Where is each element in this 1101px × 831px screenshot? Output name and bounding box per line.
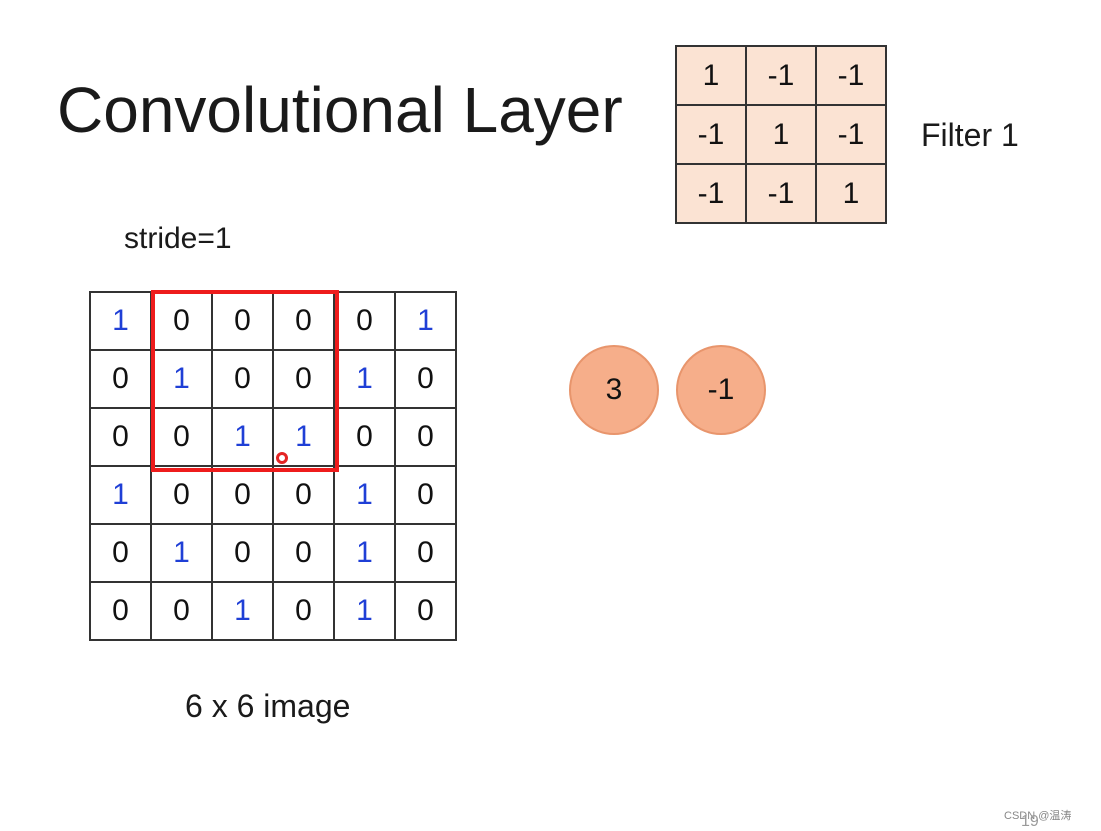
image-cell: 1 [333, 465, 396, 525]
image-row: 1 0 0 0 1 0 [89, 465, 457, 525]
filter-cell: 1 [745, 104, 817, 165]
filter-cell: -1 [745, 45, 817, 106]
image-cell: 1 [89, 291, 152, 351]
filter-cell: 1 [675, 45, 747, 106]
image-cell: 0 [89, 523, 152, 583]
stride-label: stride=1 [124, 222, 232, 255]
image-cell: 0 [272, 523, 335, 583]
filter-cell: -1 [675, 104, 747, 165]
image-row: 0 1 0 0 1 0 [89, 349, 457, 409]
image-cell: 0 [394, 349, 457, 409]
image-cell: 0 [89, 407, 152, 467]
result-circle: 3 [569, 345, 659, 435]
slide-title: Convolutional Layer [57, 74, 623, 146]
image-cell: 1 [333, 349, 396, 409]
image-cell: 0 [394, 465, 457, 525]
filter-cell: 1 [815, 163, 887, 224]
filter-cell: -1 [815, 45, 887, 106]
image-row: 0 0 1 0 1 0 [89, 581, 457, 641]
filter-row: -1 -1 1 [675, 163, 887, 224]
image-cell: 0 [272, 291, 335, 351]
image-cell: 0 [150, 581, 213, 641]
image-row: 0 1 0 0 1 0 [89, 523, 457, 583]
image-cell: 1 [211, 407, 274, 467]
image-row: 0 0 1 1 0 0 [89, 407, 457, 467]
image-cell: 0 [211, 291, 274, 351]
image-cell: 0 [272, 465, 335, 525]
filter-cell: -1 [815, 104, 887, 165]
image-cell: 0 [150, 407, 213, 467]
image-cell: 0 [272, 349, 335, 409]
image-cell: 1 [211, 581, 274, 641]
image-cell: 1 [150, 349, 213, 409]
filter-label: Filter 1 [921, 117, 1019, 153]
result-circle: -1 [676, 345, 766, 435]
watermark: CSDN @温涛 [1004, 810, 1072, 822]
image-cell: 1 [89, 465, 152, 525]
filter-cell: -1 [675, 163, 747, 224]
cursor-dot-icon [276, 452, 288, 464]
image-cell: 0 [394, 581, 457, 641]
image-cell: 1 [333, 523, 396, 583]
filter-row: 1 -1 -1 [675, 45, 887, 106]
image-cell: 0 [211, 349, 274, 409]
image-cell: 1 [333, 581, 396, 641]
filter-matrix: 1 -1 -1 -1 1 -1 -1 -1 1 [675, 45, 887, 224]
image-cell: 0 [211, 523, 274, 583]
image-cell: 0 [89, 581, 152, 641]
image-cell: 0 [89, 349, 152, 409]
page-number: 19 [1021, 813, 1039, 830]
image-cell: 0 [394, 407, 457, 467]
image-cell: 1 [394, 291, 457, 351]
image-cell: 0 [150, 291, 213, 351]
filter-cell: -1 [745, 163, 817, 224]
image-cell: 0 [394, 523, 457, 583]
image-label: 6 x 6 image [185, 688, 351, 724]
image-cell: 0 [150, 465, 213, 525]
image-row: 1 0 0 0 0 1 [89, 291, 457, 351]
image-cell: 0 [211, 465, 274, 525]
image-cell: 0 [272, 581, 335, 641]
image-cell: 1 [150, 523, 213, 583]
image-cell: 0 [333, 407, 396, 467]
image-matrix: 1 0 0 0 0 1 0 1 0 0 1 0 0 0 1 1 0 0 1 0 … [89, 291, 457, 641]
filter-row: -1 1 -1 [675, 104, 887, 165]
image-cell: 0 [333, 291, 396, 351]
